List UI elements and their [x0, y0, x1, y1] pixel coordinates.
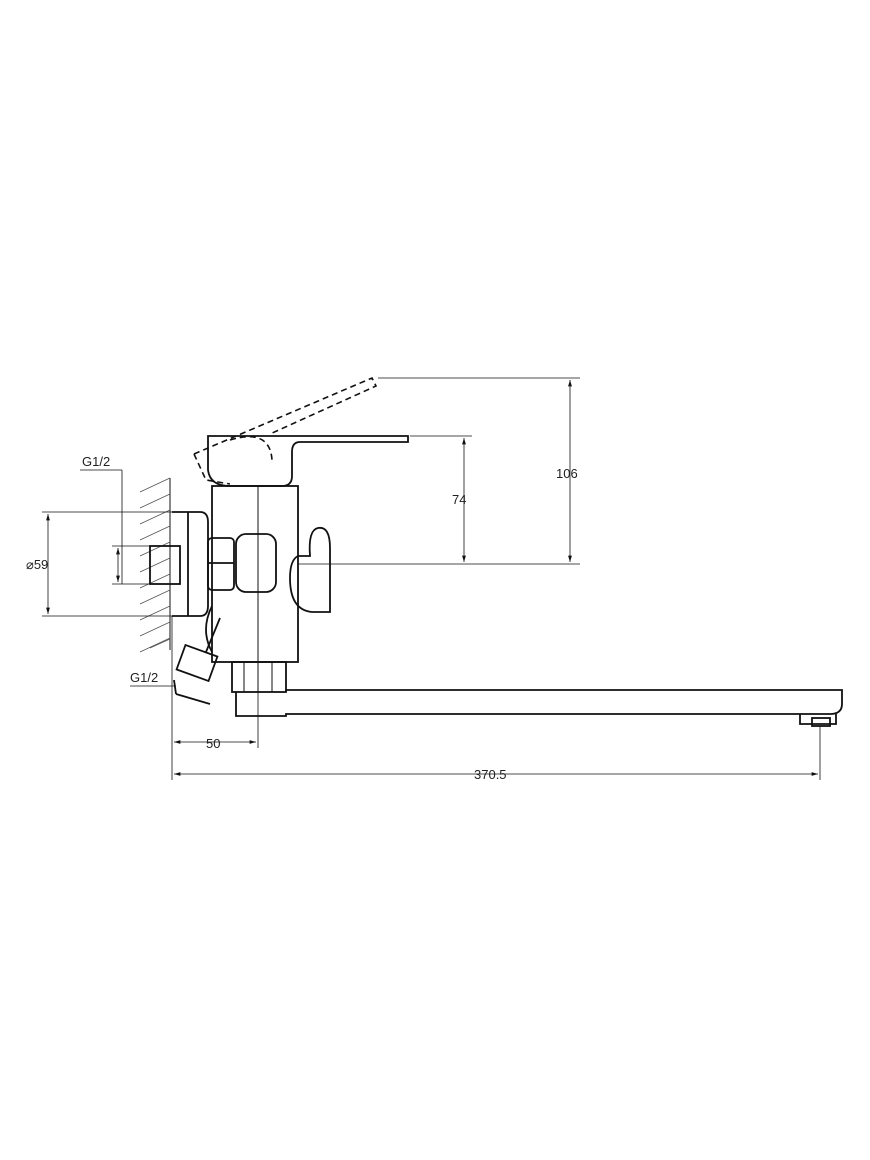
inlet-thread-bottom-label: G1/2	[130, 670, 158, 685]
wall-hatching	[139, 477, 171, 653]
diverter-knob	[289, 526, 331, 613]
dimension-inlet-thread-bottom: G1/2	[130, 670, 176, 687]
bottom-outlet	[173, 605, 221, 705]
dimension-inlet-offset: 50	[171, 616, 259, 780]
spout-nut	[231, 661, 287, 693]
dimension-body-height: 74	[410, 435, 472, 562]
lever-handle	[207, 435, 409, 487]
inlet-offset-label: 50	[206, 736, 220, 751]
inlet-pipe	[149, 545, 181, 585]
mixer-body	[211, 485, 299, 663]
lever-height-label: 106	[556, 466, 578, 481]
dimension-spout-reach: 370.5	[174, 726, 821, 782]
dimension-inlet-thread-top: G1/2	[80, 454, 150, 585]
lever-handle-raised	[193, 376, 378, 485]
flange-diameter-label: ⌀59	[26, 557, 48, 572]
dimension-flange-diameter: ⌀59	[26, 511, 172, 617]
spout	[235, 689, 843, 727]
wall-flange	[172, 511, 209, 617]
spout-reach-label: 370.5	[474, 767, 507, 782]
dimension-lever-height: 106	[298, 377, 580, 565]
inlet-thread-top-label: G1/2	[82, 454, 110, 469]
body-height-label: 74	[452, 492, 466, 507]
